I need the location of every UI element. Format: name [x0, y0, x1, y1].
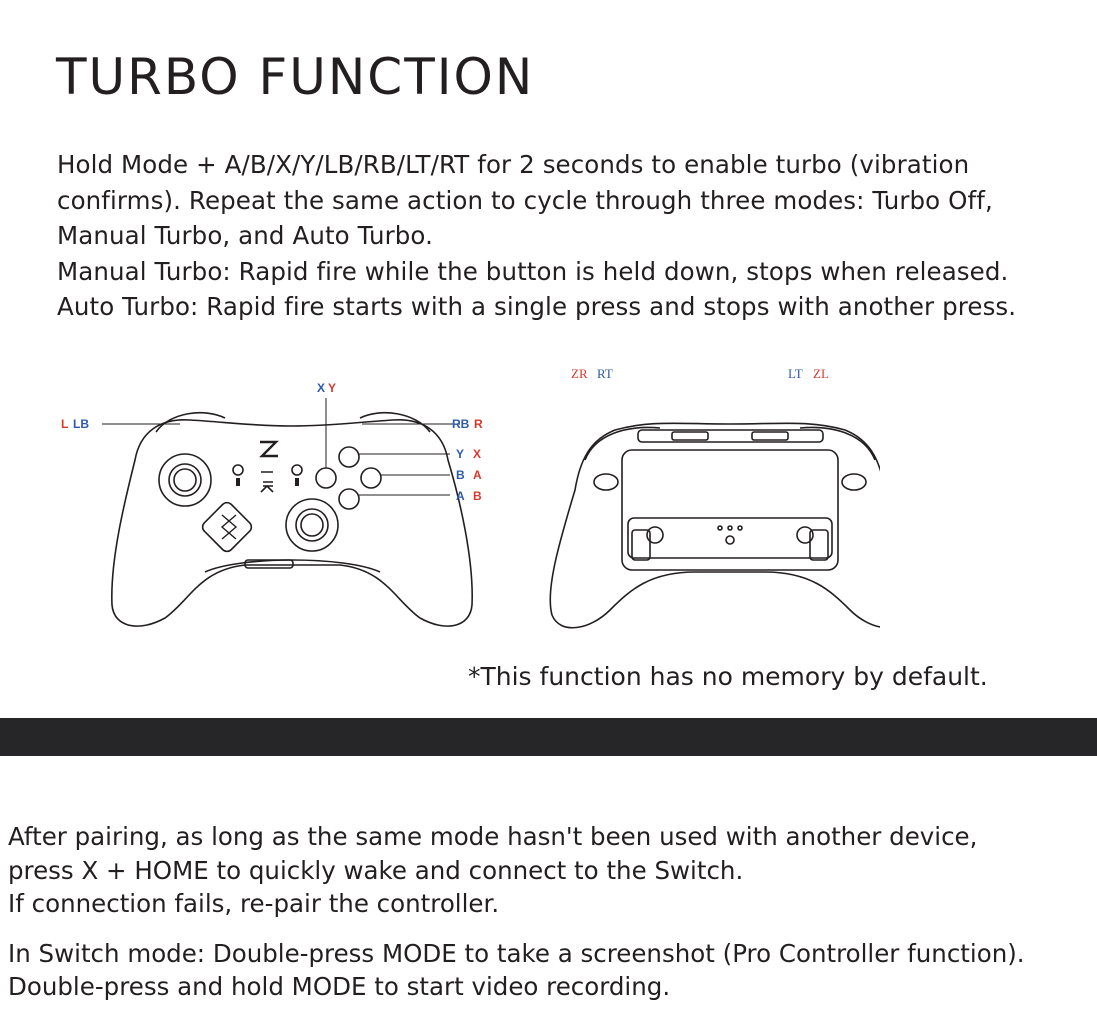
- intro-auto-turbo: Auto Turbo: Rapid fire starts with a sin…: [57, 292, 1017, 321]
- section-divider-bar: [0, 718, 1097, 756]
- back-paddle-left: [646, 526, 664, 544]
- back-paddle-right: [796, 526, 814, 544]
- dpad: [201, 501, 253, 553]
- back-controller: [549, 422, 880, 629]
- left-stick-inner: [168, 463, 202, 497]
- label-a-red: A: [473, 468, 482, 482]
- intro-instructions: Hold Mode + A/B/X/Y/LB/RB/LT/RT for 2 se…: [57, 150, 993, 250]
- switch-mode-line-1: In Switch mode: Double-press MODE to tak…: [8, 938, 1025, 968]
- pairing-line-1: After pairing, as long as the same mode …: [8, 822, 978, 851]
- label-top-y: Y: [328, 381, 336, 395]
- label-x-red: X: [473, 447, 481, 461]
- front-left-bumper: [155, 412, 226, 433]
- left-stick-outer: [158, 453, 212, 507]
- intro-text: Hold Mode + A/B/X/Y/LB/RB/LT/RT for 2 se…: [57, 147, 1087, 325]
- mode-logo: [259, 440, 279, 458]
- memory-note: *This function has no memory by default.: [468, 662, 988, 691]
- front-controller: [102, 398, 473, 627]
- label-rb: RB: [452, 417, 470, 431]
- label-r: R: [474, 417, 483, 431]
- label-b-blue: B: [456, 468, 465, 482]
- pairing-line-3: If connection fails, re-pair the control…: [8, 889, 500, 918]
- label-a-blue: A: [456, 489, 465, 503]
- back-left-grip-button: [593, 473, 619, 491]
- button-a-shape: [338, 488, 360, 510]
- controller-diagram: X Y L LB RB R Y X B A A B ZR RT LT ZL: [61, 366, 880, 629]
- label-rt: RT: [597, 366, 613, 381]
- front-right-bumper: [359, 412, 431, 433]
- label-zr: ZR: [571, 366, 588, 381]
- front-bottom-slot: [244, 559, 294, 569]
- button-y-shape: [338, 446, 360, 468]
- right-stick-inner: [295, 508, 329, 542]
- back-controller-body: [549, 422, 880, 629]
- label-b-red: B: [473, 489, 482, 503]
- right-stick-outer: [285, 498, 339, 552]
- back-paddle-module: [627, 517, 833, 559]
- back-right-grip-button: [841, 473, 867, 491]
- pairing-line-2: press X + HOME to quickly wake and conne…: [8, 855, 744, 885]
- back-top-bar: [637, 429, 824, 443]
- bottom-instructions: After pairing, as long as the same mode …: [8, 820, 1093, 1004]
- intro-manual-turbo: Manual Turbo: Rapid fire while the butto…: [57, 256, 1009, 286]
- minus-button: [232, 464, 244, 476]
- label-left-l: L: [61, 417, 68, 431]
- button-x-shape: [315, 467, 337, 489]
- label-lt: LT: [788, 366, 803, 381]
- label-top-x: X: [317, 381, 325, 395]
- plus-button: [291, 464, 303, 476]
- label-left-lb: LB: [73, 417, 89, 431]
- label-zl: ZL: [813, 366, 829, 381]
- label-y-blue: Y: [456, 447, 464, 461]
- switch-mode-line-2: Double-press and hold MODE to start vide…: [8, 972, 671, 1001]
- front-controller-body: [111, 419, 473, 627]
- page-title: TURBO FUNCTION: [56, 48, 535, 106]
- button-b-shape: [360, 467, 382, 489]
